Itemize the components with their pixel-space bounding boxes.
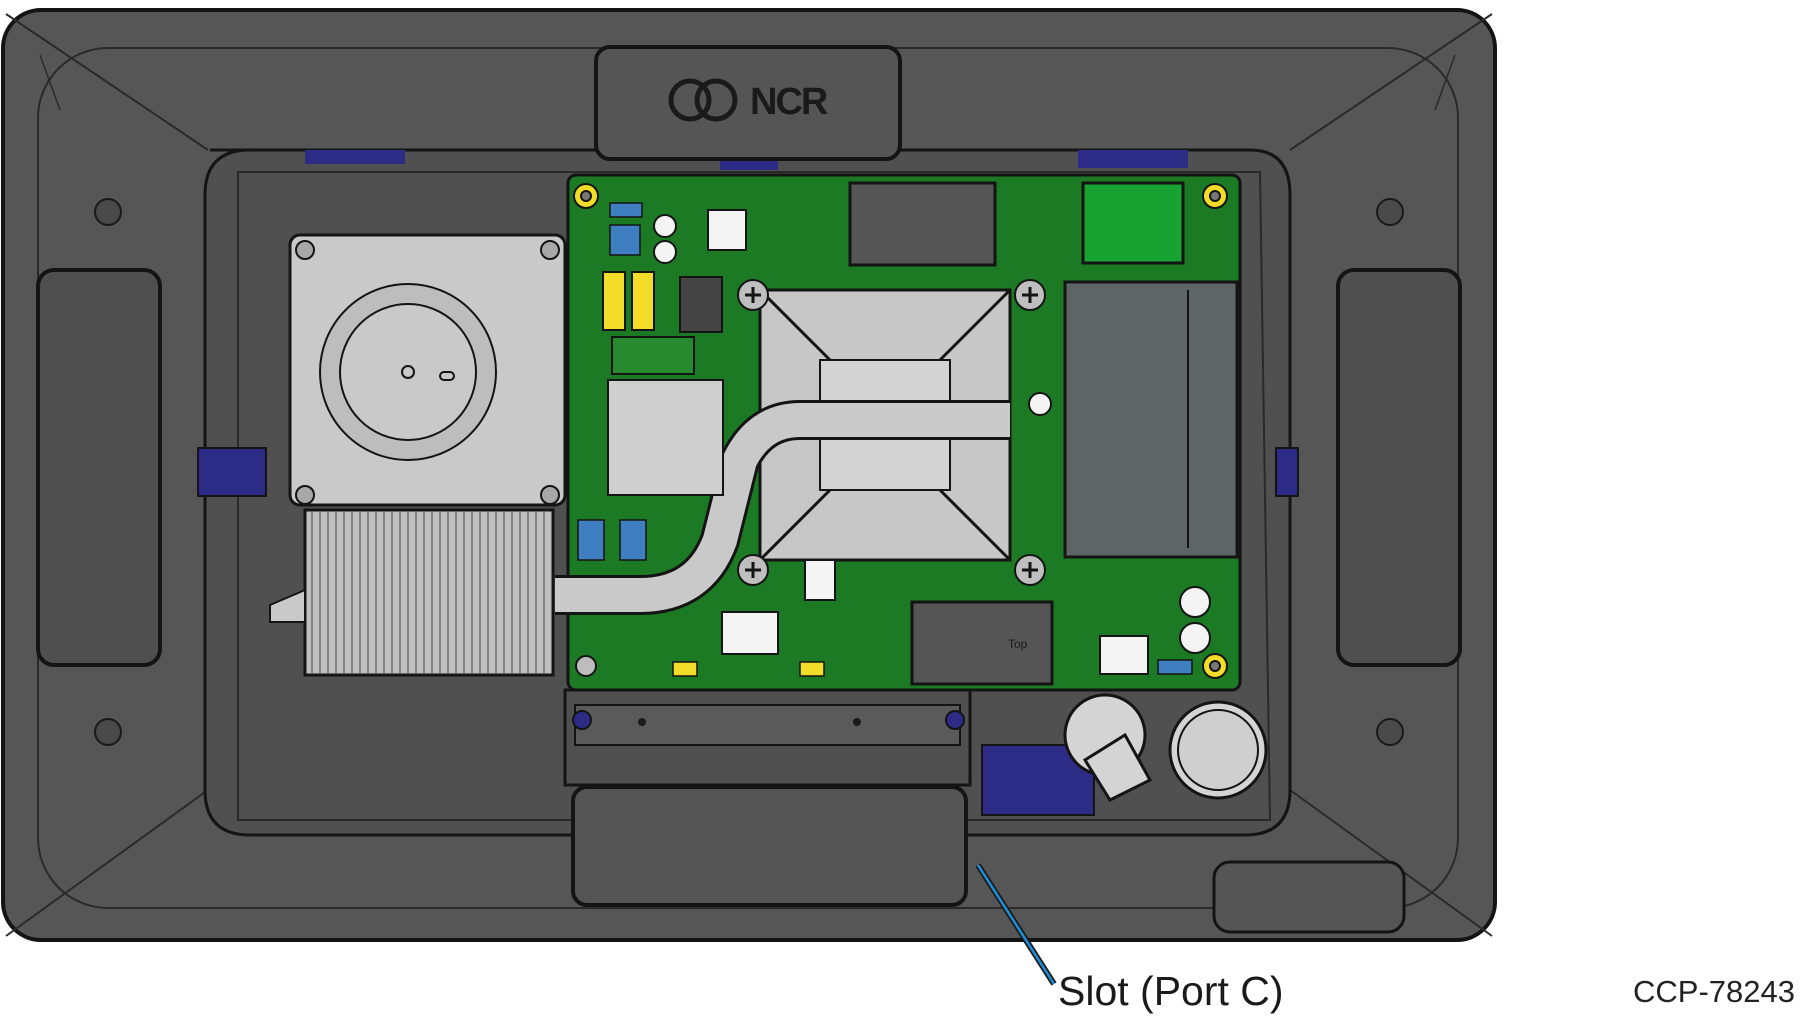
figure-reference-code: CCP-78243 [1633, 974, 1795, 1009]
top-silkscreen: Top [1008, 637, 1028, 651]
chipset-heatsink [607, 379, 724, 496]
housing-screw-holes [94, 198, 1404, 746]
left-grip [36, 268, 162, 667]
blue-headers [577, 202, 1193, 675]
slot-port-c-label: Slot (Port C) [1058, 968, 1284, 1014]
m2-module-top [848, 181, 997, 267]
heatsink-fins [269, 508, 555, 677]
memory-module [1063, 280, 1239, 559]
ncr-logo: NCR [668, 78, 830, 123]
speaker-assembly [981, 693, 1268, 816]
yellow-capacitor-2 [631, 271, 655, 331]
slot-port-c [571, 785, 968, 907]
bottom-right-foot [1212, 860, 1406, 934]
logo-wordmark: NCR [750, 81, 828, 123]
right-grip [1336, 268, 1462, 667]
top-logo-tab: NCR [594, 45, 902, 161]
yellow-capacitor-1 [602, 271, 626, 331]
slot-callout-leader [975, 863, 1057, 986]
io-bracket [563, 688, 972, 787]
motherboard: Top [555, 173, 1242, 692]
m2-ssd: Top [910, 600, 1054, 686]
wifi-module [1081, 181, 1185, 265]
cooling-fan [288, 233, 567, 507]
white-components [653, 209, 1211, 675]
board-standoffs [573, 183, 1228, 679]
